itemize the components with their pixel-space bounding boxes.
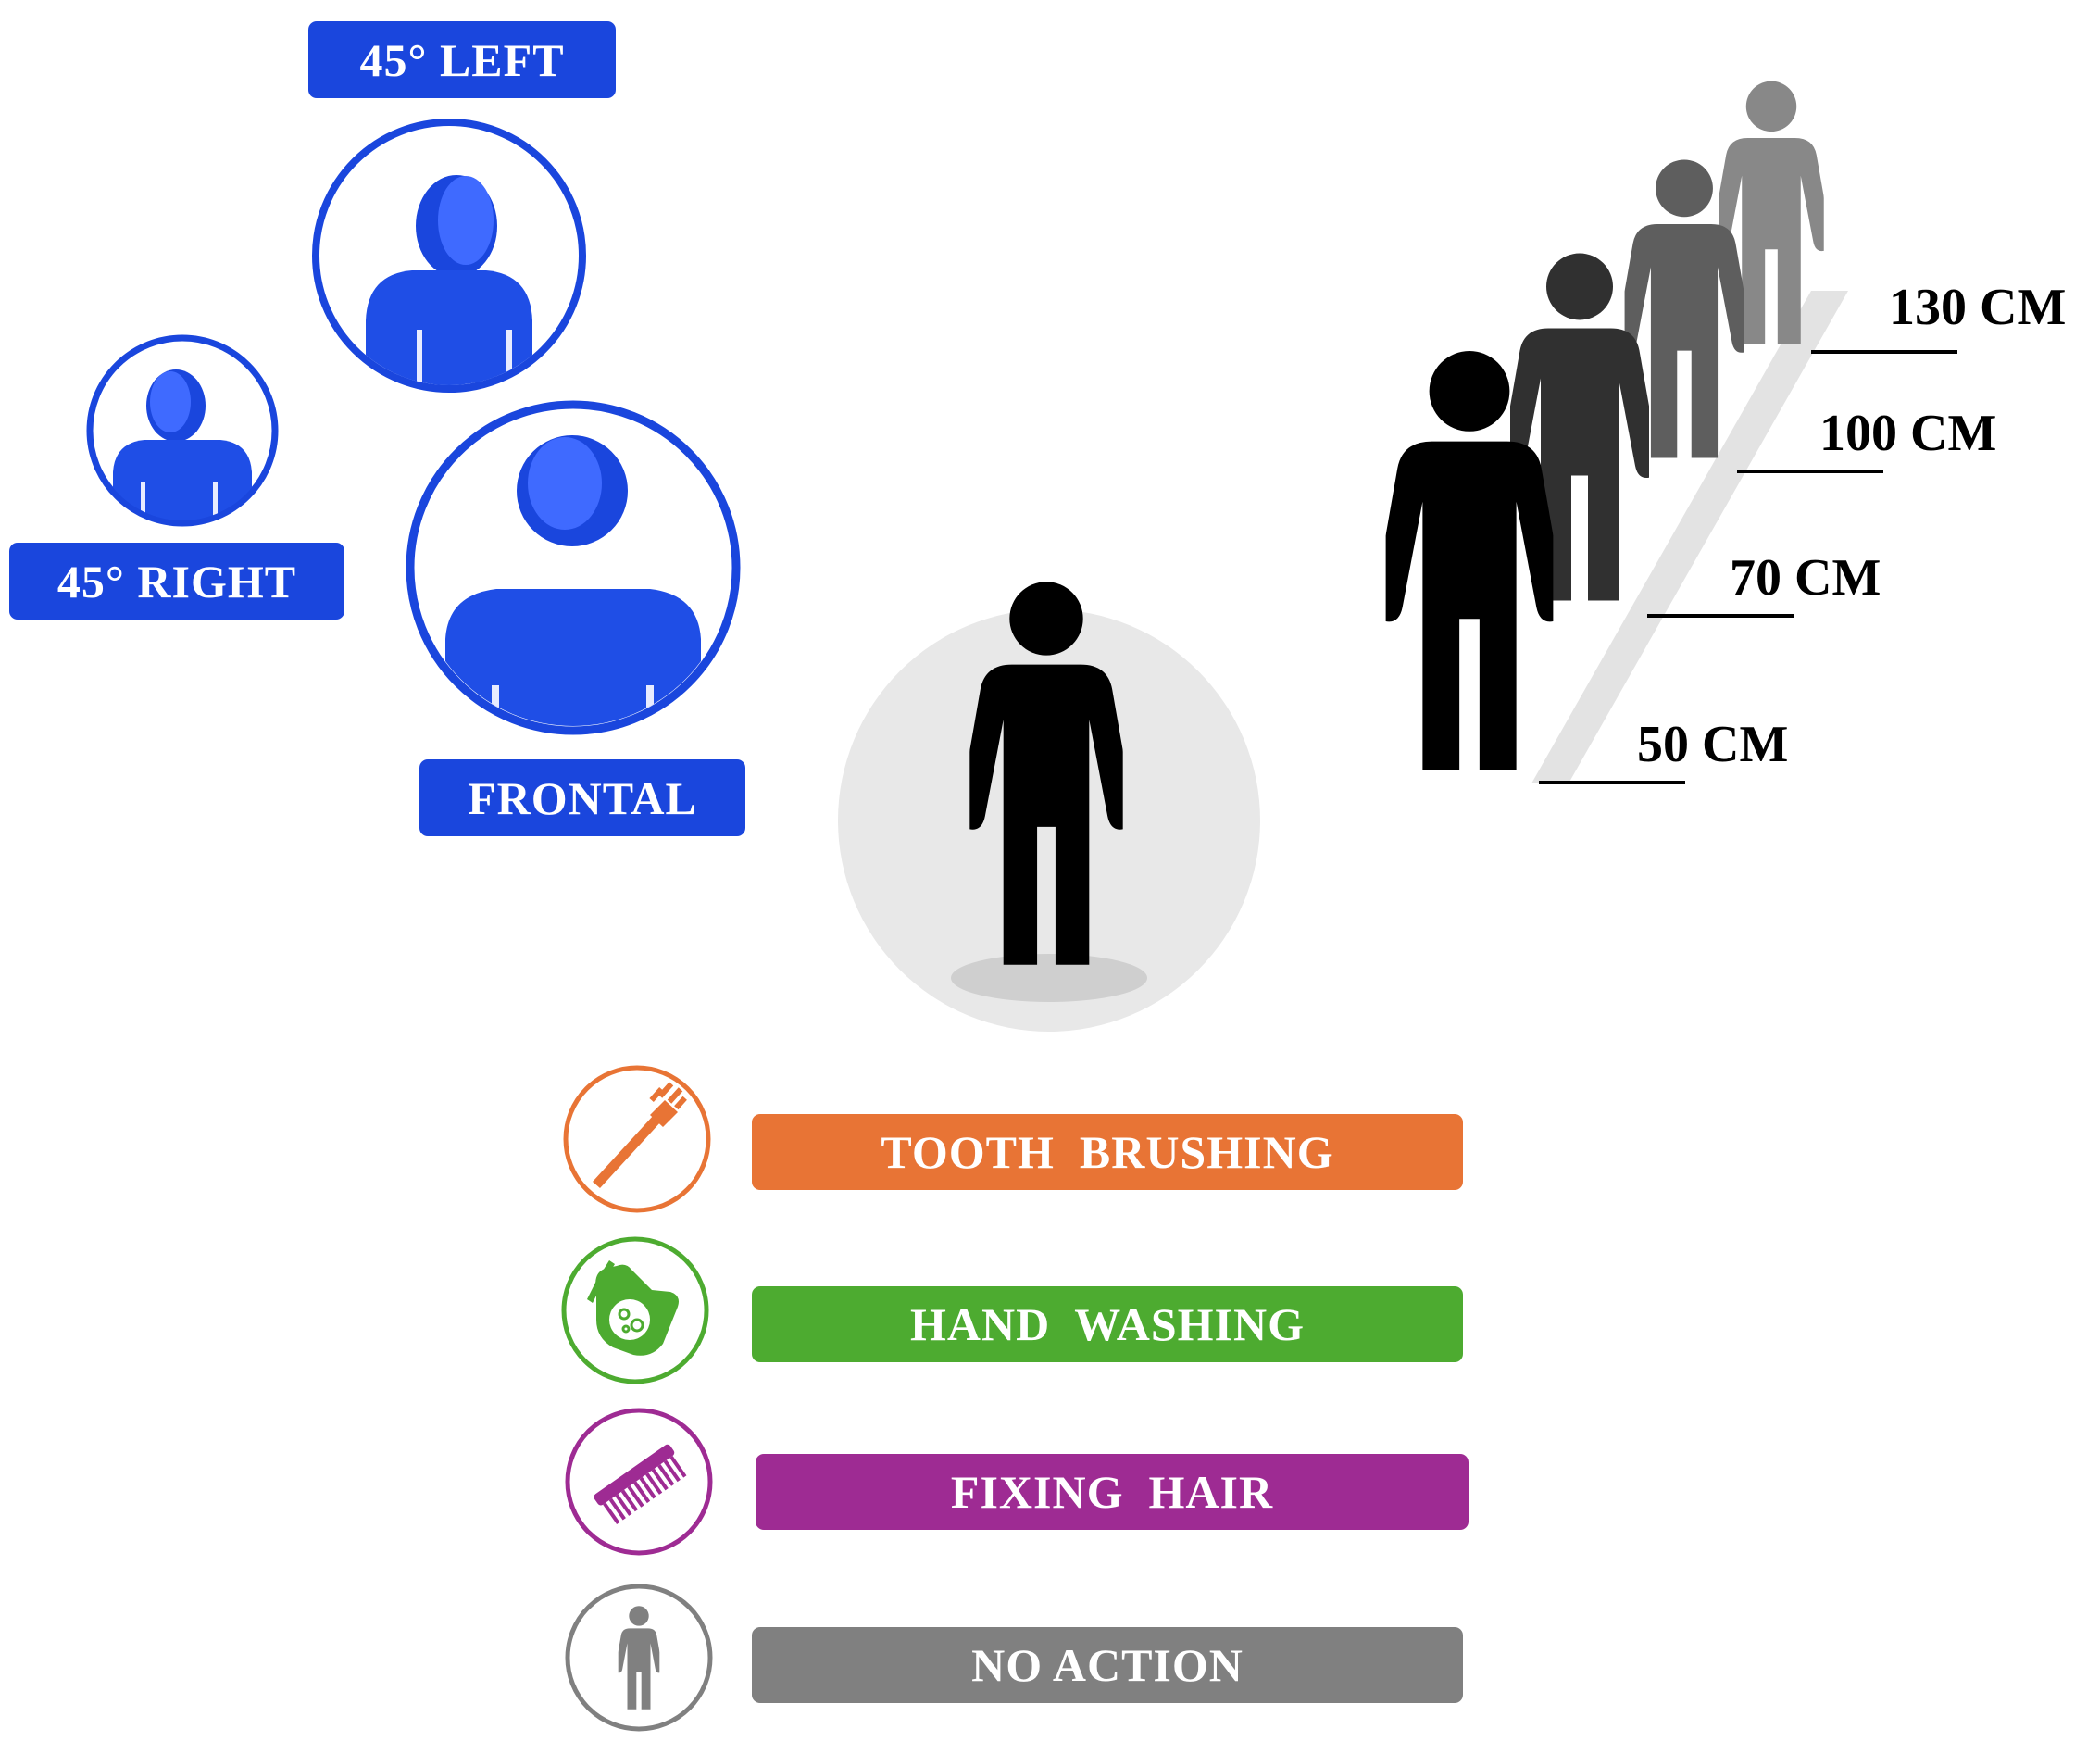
pose-frontal-avatar (406, 400, 741, 735)
distance-label-130cm: 130 CM (1889, 279, 2067, 336)
action-label-fixing-hair: FIXING HAIR (756, 1454, 1469, 1530)
pose-label-frontal: FRONTAL (419, 759, 745, 836)
distance-label-100cm: 100 CM (1819, 405, 1997, 462)
distance-marker-50cm (1539, 781, 1685, 784)
toothbrush-icon (563, 1065, 711, 1213)
distance-marker-70cm (1647, 614, 1794, 618)
pose-label-45-right: 45° RIGHT (9, 543, 344, 620)
action-label-hand-washing: HAND WASHING (752, 1286, 1463, 1362)
distance-label-50cm: 50 CM (1637, 716, 1789, 773)
distance-label-70cm: 70 CM (1730, 549, 1881, 607)
pose-45-right-avatar (86, 334, 279, 527)
person-icon (565, 1584, 713, 1732)
action-label-no-action: NO ACTION (752, 1627, 1463, 1703)
person-50cm-icon (1380, 343, 1559, 778)
pose-label-45-left: 45° LEFT (308, 21, 616, 98)
hand-washing-icon (561, 1236, 709, 1384)
distance-marker-130cm (1811, 350, 1957, 354)
distance-marker-100cm (1737, 470, 1883, 473)
comb-icon (565, 1408, 713, 1556)
floor-strip (1531, 291, 1848, 783)
subject-person-icon (954, 574, 1139, 972)
action-label-tooth-brushing: TOOTH BRUSHING (752, 1114, 1463, 1190)
pose-45-left-avatar (312, 119, 586, 393)
